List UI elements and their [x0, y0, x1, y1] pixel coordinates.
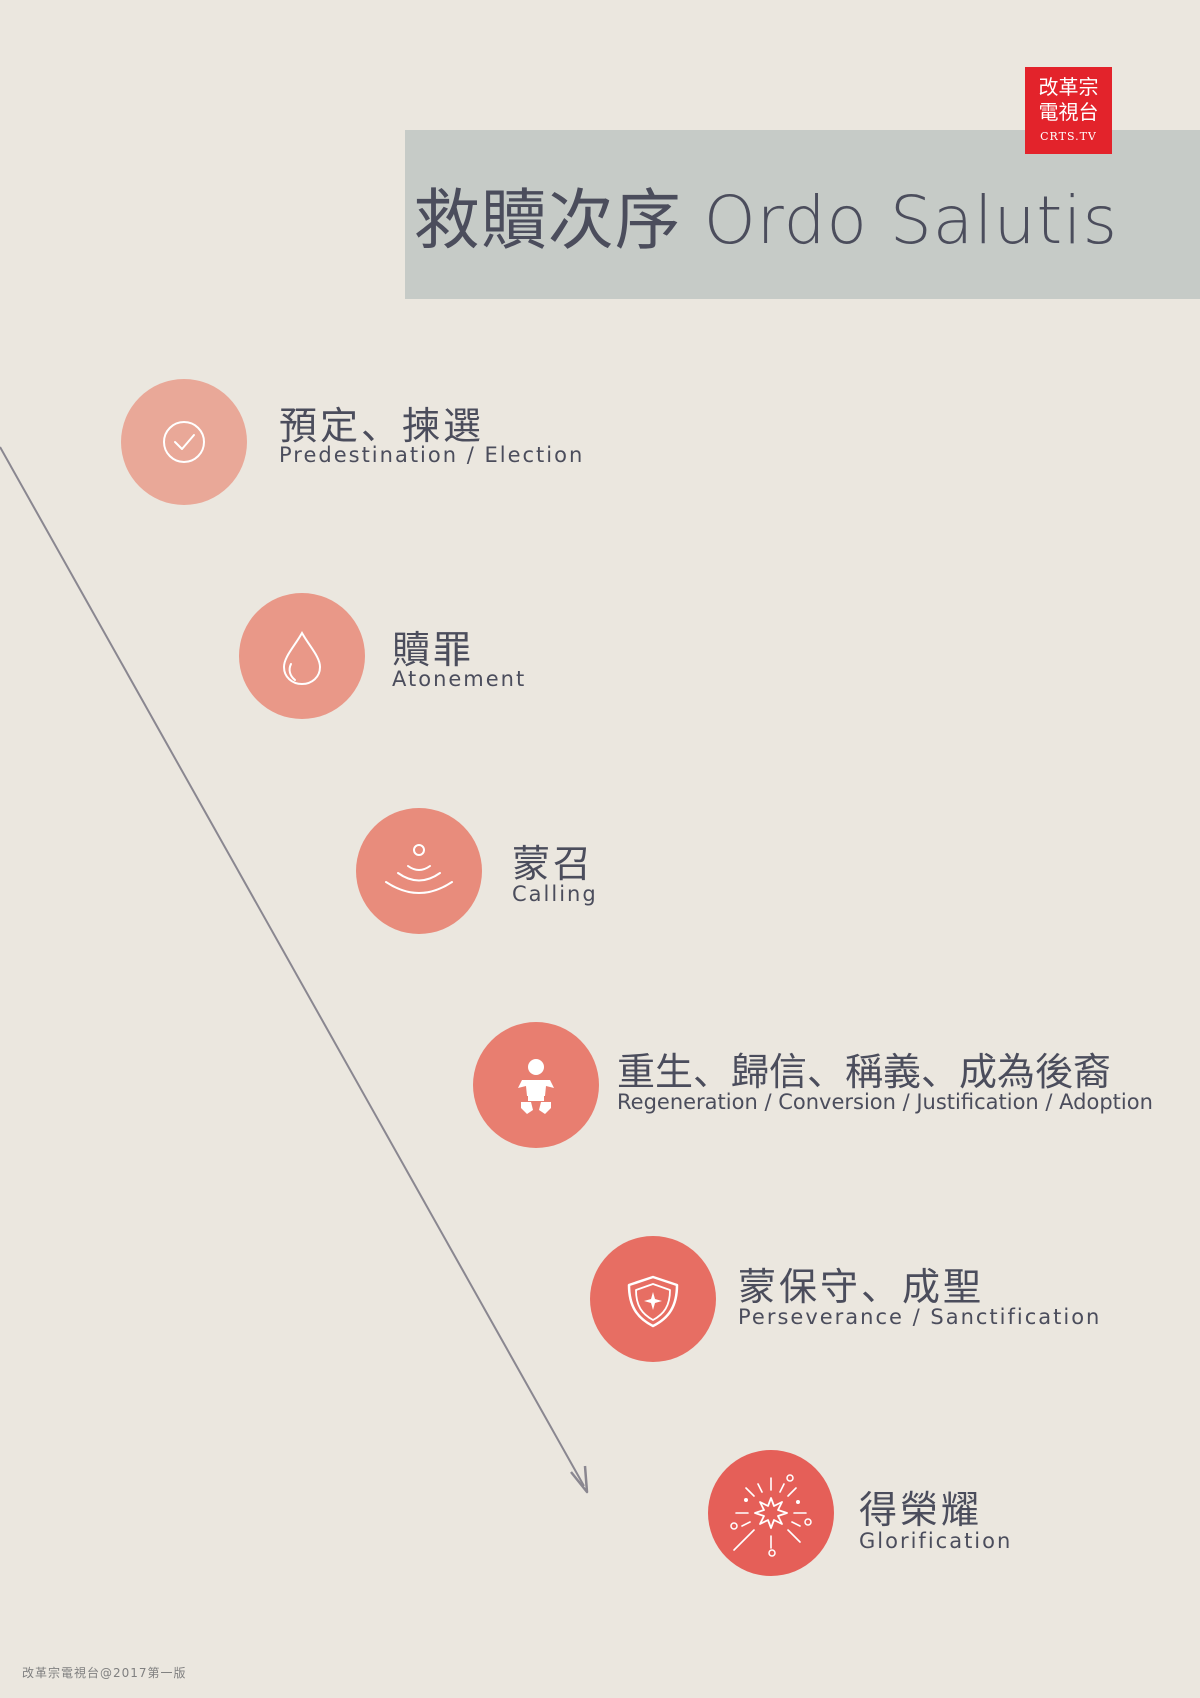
logo-line-3: CRTS.TV: [1040, 130, 1097, 143]
step-5-en: Perseverance / Sanctification: [738, 1305, 1102, 1329]
page-title: 救贖次序 Ordo Salutis: [413, 181, 1118, 259]
step-4-en: Regeneration / Conversion / Justificatio…: [617, 1090, 1153, 1114]
step-2-circle: [239, 593, 365, 719]
crts-logo: 改革宗 電視台 CRTS.TV: [1025, 67, 1112, 154]
step-4-zh: 重生、歸信、稱義、成為後裔: [617, 1050, 1112, 1094]
step-3-circle: [356, 808, 482, 934]
step-1-en: Predestination / Election: [279, 443, 585, 467]
logo-line-2: 電視台: [1038, 100, 1099, 124]
step-5-zh: 蒙保守、成聖: [738, 1265, 985, 1309]
step-4-circle: [473, 1022, 599, 1148]
arrow-head-icon: [570, 1465, 589, 1494]
step-6-zh: 得榮耀: [859, 1488, 983, 1532]
step-6-circle: [708, 1450, 834, 1576]
logo-line-1: 改革宗: [1038, 75, 1099, 99]
step-1-zh: 預定、揀選: [279, 404, 485, 448]
baby-icon: [518, 1059, 554, 1114]
step-3-zh: 蒙召: [512, 842, 595, 886]
step-2-zh: 贖罪: [392, 628, 475, 672]
drop-icon: [282, 630, 322, 686]
step-2-en: Atonement: [392, 667, 527, 691]
shield-icon: [627, 1275, 679, 1328]
step-6-en: Glorification: [859, 1529, 1013, 1553]
arrow-line: [0, 446, 585, 1487]
step-5-circle: [590, 1236, 716, 1362]
signal-waves-icon: [385, 844, 453, 894]
step-1-circle: [121, 379, 247, 505]
title-band: 救贖次序 Ordo Salutis: [405, 130, 1200, 299]
step-3-en: Calling: [512, 882, 598, 906]
starburst-icon: [730, 1474, 812, 1557]
check-circle-icon: [163, 421, 205, 463]
footer-copyright: 改革宗電視台@2017第一版: [22, 1666, 187, 1680]
